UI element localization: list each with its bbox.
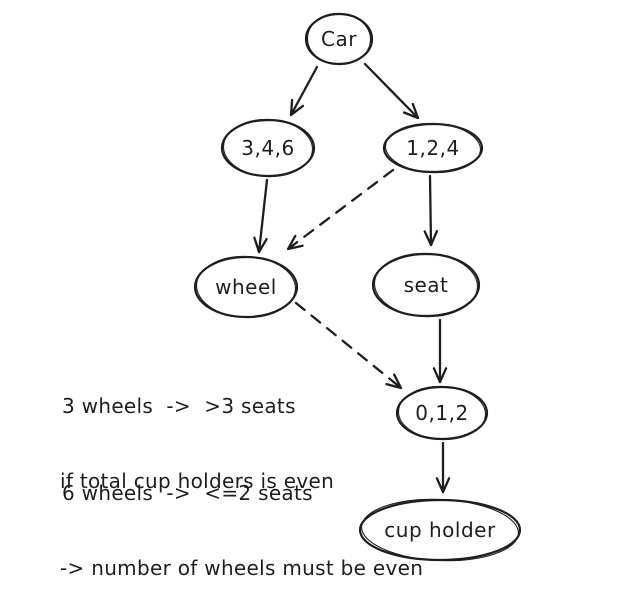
- node-cupholder-label: cup holder: [384, 518, 496, 542]
- sketch-stroke: [384, 122, 482, 174]
- node-cupholder-domain: 0,1,2: [395, 385, 489, 441]
- node-seat-domain: 1,2,4: [382, 122, 484, 174]
- arrowhead: [253, 236, 268, 254]
- node-cupholder-domain-label: 0,1,2: [415, 401, 468, 425]
- node-wheel: wheel: [193, 255, 299, 319]
- arrowhead: [423, 230, 439, 247]
- sketch-stroke: [361, 498, 519, 562]
- node-wheel-domain-label: 3,4,6: [241, 136, 294, 160]
- node-car-label: Car: [321, 27, 357, 51]
- wheel-seat-rules-note: 3 wheels -> >3 seats 6 wheels -> <=2 sea…: [62, 334, 313, 566]
- edge-wheel-to-012-dashed: [294, 301, 403, 390]
- edge-124-to-wheel-dashed: [286, 168, 395, 251]
- edge-seat-to-012: [432, 318, 448, 384]
- node-wheel-label: wheel: [215, 275, 277, 299]
- arrowhead: [385, 373, 403, 390]
- rule-line-1: 3 wheels -> >3 seats: [62, 394, 296, 418]
- edge-346-to-wheel: [253, 178, 269, 254]
- rule-line-4: -> number of wheels must be even: [60, 556, 424, 580]
- node-seat-domain-label: 1,2,4: [406, 136, 459, 160]
- cup-holder-rules-note: if total cup holders is even -> number o…: [60, 409, 423, 610]
- edge-car-to-346: [289, 65, 319, 117]
- node-cupholder: cup holder: [358, 498, 522, 562]
- edge-car-to-124: [363, 62, 420, 120]
- node-car: Car: [304, 12, 374, 66]
- arrowhead: [432, 367, 448, 384]
- sketch-stroke: [195, 255, 297, 319]
- sketch-stroke: [373, 252, 479, 318]
- rule-line-2: 6 wheels -> <=2 seats: [62, 481, 313, 505]
- node-wheel-domain: 3,4,6: [220, 118, 316, 178]
- rule-line-3: if total cup holders is even: [60, 469, 335, 493]
- arrowhead: [435, 477, 451, 494]
- node-seat-label: seat: [404, 273, 449, 297]
- sketch-stroke: [222, 118, 314, 178]
- edge-012-to-cupholder: [435, 441, 451, 494]
- node-seat: seat: [371, 252, 481, 318]
- sketch-stroke: [306, 12, 372, 66]
- edge-124-to-seat: [423, 174, 439, 247]
- arrowhead: [402, 102, 420, 120]
- arrowhead: [289, 98, 305, 117]
- sketch-stroke: [397, 385, 487, 441]
- arrowhead: [286, 234, 304, 251]
